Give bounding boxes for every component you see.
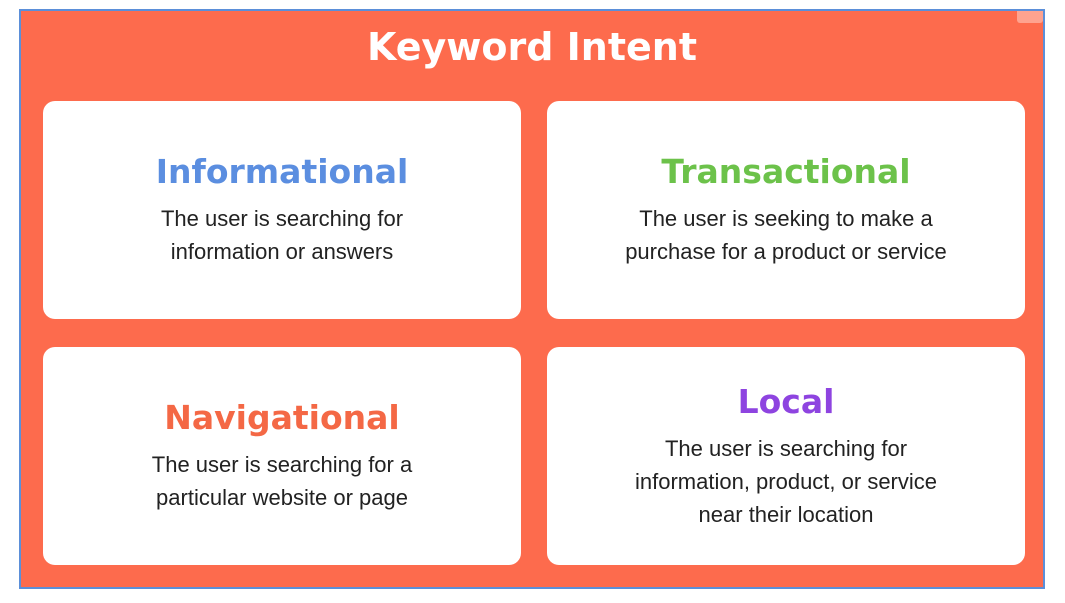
card-informational: Informational The user is searching for …	[43, 101, 521, 319]
card-local: Local The user is searching for informat…	[547, 347, 1025, 565]
card-description-informational: The user is searching for information or…	[160, 206, 404, 264]
card-transactional: Transactional The user is seeking to mak…	[547, 101, 1025, 319]
card-title-local: Local	[737, 381, 835, 421]
card-title-informational: Informational	[155, 152, 409, 191]
infographic-title: Keyword Intent	[366, 25, 698, 69]
watermark-logo-icon	[1017, 11, 1043, 23]
card-title-transactional: Transactional	[661, 152, 911, 191]
card-description-navigational: The user is searching for a particular w…	[151, 452, 413, 510]
card-description-local: The user is searching for information, p…	[634, 435, 938, 527]
watermark	[1017, 11, 1043, 23]
card-navigational: Navigational The user is searching for a…	[43, 347, 521, 565]
card-title-navigational: Navigational	[164, 398, 400, 437]
infographic-panel: Keyword Intent Informational The user is…	[19, 9, 1045, 589]
card-description-transactional: The user is seeking to make a purchase f…	[625, 206, 947, 264]
